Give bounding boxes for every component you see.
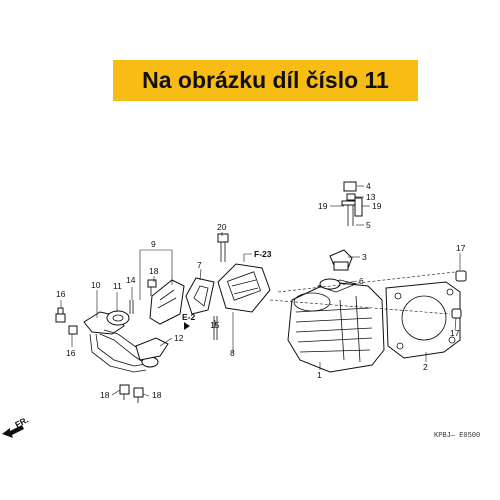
callout-9: 9: [151, 239, 156, 249]
leader-lines: [60, 185, 461, 397]
drawing-code: KPBJ— E0500: [434, 432, 480, 440]
callout-15: 15: [210, 320, 220, 330]
callout-18-lower-left: 18: [100, 390, 110, 400]
dowel-pin-upper[interactable]: [455, 270, 467, 282]
ref-f23[interactable]: F-23: [254, 249, 272, 259]
bolt-16-lower[interactable]: [68, 325, 78, 335]
callout-19-left: 19: [318, 201, 328, 211]
callout-8: 8: [230, 348, 235, 358]
callout-2: 2: [423, 362, 428, 372]
reed-valve-housing[interactable]: [217, 263, 271, 313]
callout-19-right: 19: [372, 201, 382, 211]
gasket-12[interactable]: [135, 337, 169, 361]
callout-labels: 1 2 3 4 5 6 7 8 9 10 11 12 13 14 15 16 1…: [56, 181, 466, 400]
callout-1: 1: [317, 370, 322, 380]
callout-10: 10: [91, 280, 101, 290]
callout-20: 20: [217, 222, 227, 232]
callout-16-upper: 16: [56, 289, 66, 299]
banner-text: Na obrázku díl číslo 11: [142, 67, 389, 93]
bolt-20[interactable]: [217, 233, 229, 262]
cylinder-block[interactable]: [287, 279, 385, 373]
callout-18-lower-right: 18: [152, 390, 162, 400]
callout-11: 11: [113, 281, 122, 291]
bolt-18-lower-right[interactable]: [133, 387, 144, 403]
bolt-18-lower-left[interactable]: [119, 384, 130, 400]
front-label: FR.: [13, 415, 30, 430]
callout-5: 5: [366, 220, 371, 230]
bolt-16-upper[interactable]: [55, 307, 66, 323]
callout-3: 3: [362, 252, 367, 262]
ref-e2[interactable]: E-2: [182, 312, 196, 322]
callout-17-upper: 17: [456, 243, 466, 253]
tensioner-bolt-assembly[interactable]: [341, 181, 363, 226]
callout-6: 6: [359, 276, 364, 286]
gasket-7[interactable]: [185, 277, 215, 315]
front-arrow-icon: [2, 425, 24, 438]
callout-4: 4: [366, 181, 371, 191]
callout-13: 13: [366, 192, 376, 202]
part-number-banner: Na obrázku díl číslo 11: [113, 60, 418, 101]
dowel-pin-lower[interactable]: [451, 308, 462, 319]
cam-chain-tensioner[interactable]: [329, 249, 353, 271]
stud-bolt-15[interactable]: [213, 316, 218, 340]
callout-12: 12: [174, 333, 184, 343]
tensioner-gasket[interactable]: [319, 278, 341, 290]
ref-e2-arrow-icon: [184, 322, 190, 330]
bolt-18-upper[interactable]: [147, 279, 157, 296]
cylinder-gasket[interactable]: [385, 281, 461, 359]
callout-14: 14: [126, 275, 136, 285]
callout-16-lower: 16: [66, 348, 76, 358]
stud-bolt-14[interactable]: [129, 300, 134, 314]
callout-7: 7: [197, 260, 202, 270]
callout-17-lower: 17: [450, 328, 460, 338]
gasket-11[interactable]: [106, 310, 130, 326]
front-direction-indicator: FR.: [2, 415, 30, 438]
callout-18-upper: 18: [149, 266, 159, 276]
